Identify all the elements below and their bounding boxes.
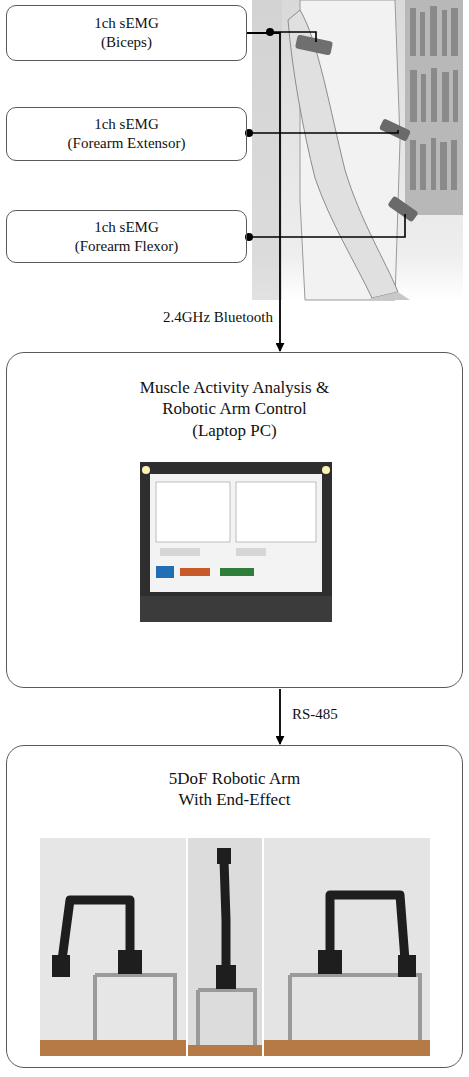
node-text: Muscle Activity Analysis & Robotic Arm C…: [135, 377, 335, 420]
sensor-box: 1ch sEMG(Forearm Extensor): [6, 107, 247, 161]
node-text: 5DoF Robotic Arm With End-Effect: [160, 768, 310, 811]
signal-arrow: [279, 689, 281, 744]
robot-photo: [40, 838, 430, 1056]
link-label: RS-485: [289, 705, 341, 723]
node-text: (Forearm Extensor): [68, 134, 186, 153]
signal-arrow: [247, 33, 280, 351]
sensor-wire: [248, 32, 405, 237]
node-text: 1ch sEMG: [94, 218, 159, 237]
sensor-box: 1ch sEMG(Forearm Flexor): [6, 210, 247, 263]
arm-photo: [252, 0, 463, 300]
robot-box: 5DoF Robotic Arm With End-Effect: [6, 745, 463, 1068]
node-text: 1ch sEMG: [94, 14, 159, 33]
link-label: 2.4GHz Bluetooth: [160, 308, 276, 326]
wire-dot: [245, 28, 274, 241]
process-box: Muscle Activity Analysis & Robotic Arm C…: [6, 352, 463, 688]
node-text: (Laptop PC): [192, 420, 277, 441]
sensor-box: 1ch sEMG(Biceps): [6, 5, 247, 61]
node-text: (Forearm Flexor): [75, 237, 179, 256]
node-text: (Biceps): [101, 33, 152, 52]
laptop-photo: [140, 462, 332, 622]
node-text: 1ch sEMG: [94, 115, 159, 134]
